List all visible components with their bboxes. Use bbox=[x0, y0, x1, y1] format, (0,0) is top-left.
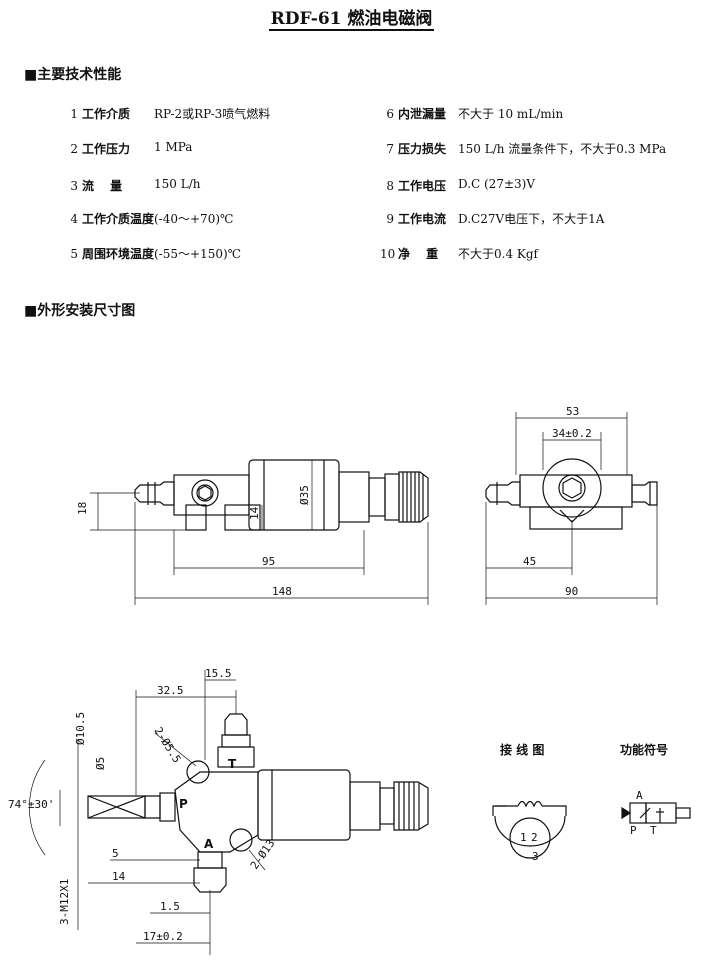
spec-row: 5 周围环境温度(-55～+150)℃ bbox=[64, 245, 241, 262]
dimension-label: 53 bbox=[566, 405, 579, 418]
spec-row: 9 工作电流 D.C27V电压下，不大于1A bbox=[380, 210, 604, 227]
dimension-label: 95 bbox=[262, 555, 275, 568]
dimension-label: 5 bbox=[112, 847, 119, 860]
spec-row: 2 工作压力 1 MPa bbox=[64, 140, 192, 157]
wiring-diagram bbox=[492, 800, 567, 859]
spec-number: 8 bbox=[386, 179, 394, 193]
spec-key: 工作压力 bbox=[82, 142, 131, 156]
spec-value: 1 MPa bbox=[154, 140, 193, 154]
dimension-label: 1 bbox=[520, 831, 527, 844]
spec-value: 150 L/h bbox=[154, 177, 201, 191]
spec-value: (-55～+150)℃ bbox=[154, 247, 242, 261]
spec-key: 工作介质 bbox=[82, 107, 131, 121]
spec-number: 7 bbox=[386, 142, 394, 156]
spec-key: 周围环境温度 bbox=[82, 247, 155, 261]
spec-number: 6 bbox=[386, 107, 394, 121]
spec-value: 不大于0.4 Kgf bbox=[458, 247, 538, 261]
front-view bbox=[90, 459, 429, 605]
dimension-label: 1.5 bbox=[160, 900, 180, 913]
spec-value: 150 L/h 流量条件下，不大于0.3 MPa bbox=[458, 142, 667, 156]
spec-key: 工作介质温度 bbox=[82, 212, 155, 226]
dimension-label: 18 bbox=[76, 502, 89, 515]
spec-number: 3 bbox=[70, 179, 78, 193]
spec-row: 8 工作电压 D.C (27±3)V bbox=[380, 177, 535, 194]
dimension-label: 14 bbox=[112, 870, 126, 883]
dimension-label: 32.5 bbox=[157, 684, 184, 697]
spec-value: D.C (27±3)V bbox=[458, 177, 535, 191]
spec-row: 1 工作介质 RP-2或RP-3喷气燃料 bbox=[64, 105, 270, 122]
dimension-label: 3 bbox=[532, 850, 539, 863]
dimension-label: 45 bbox=[523, 555, 536, 568]
section-specs-heading: ■主要技术性能 bbox=[24, 67, 122, 83]
dimension-label: Ø10.5 bbox=[74, 712, 87, 745]
spec-value: RP-2或RP-3喷气燃料 bbox=[154, 107, 271, 121]
spec-value: D.C27V电压下，不大于1A bbox=[458, 212, 605, 226]
spec-number: 2 bbox=[70, 142, 78, 156]
dimension-label: 17±0.2 bbox=[143, 930, 183, 943]
spec-key: 工作电压 bbox=[398, 179, 447, 193]
spec-key: 净 重 bbox=[398, 247, 439, 261]
spec-value: (-40～+70)℃ bbox=[154, 212, 234, 226]
dimension-label: 3-M12X1 bbox=[58, 879, 71, 925]
spec-key: 内泄漏量 bbox=[398, 107, 447, 121]
spec-key: 工作电流 bbox=[398, 212, 447, 226]
dimension-label: 14 bbox=[248, 506, 261, 520]
side-view bbox=[485, 412, 658, 605]
dimension-label: 34±0.2 bbox=[552, 427, 592, 440]
spec-row: 6 内泄漏量不大于 10 mL/min bbox=[380, 105, 563, 122]
spec-key: 流 量 bbox=[82, 179, 123, 193]
spec-number: 4 bbox=[70, 212, 78, 226]
dimension-label: T bbox=[228, 757, 237, 771]
dimension-label: P bbox=[179, 797, 188, 811]
spec-number: 5 bbox=[70, 247, 78, 261]
spec-number: 1 bbox=[70, 107, 78, 121]
dimension-label: 功能符号 bbox=[620, 742, 668, 757]
dimension-label: 2-Ø5.5 bbox=[151, 725, 183, 766]
dimension-label: 15.5 bbox=[205, 667, 232, 680]
spec-number: 10 bbox=[380, 247, 396, 261]
top-view bbox=[29, 670, 429, 955]
dimension-label: Ø5 bbox=[94, 757, 107, 770]
spec-number: 9 bbox=[386, 212, 394, 226]
dimension-label: 148 bbox=[272, 585, 292, 598]
spec-value: 不大于 10 mL/min bbox=[458, 107, 564, 121]
dimension-label: A bbox=[636, 789, 643, 802]
spec-row: 4 工作介质温度(-40～+70)℃ bbox=[64, 210, 233, 227]
function-symbol bbox=[621, 802, 691, 824]
spec-row: 7 压力损失 150 L/h 流量条件下，不大于0.3 MPa bbox=[380, 140, 666, 157]
dimension-label: A bbox=[204, 837, 214, 851]
dimension-label: P bbox=[630, 824, 637, 837]
dimension-label: 74°±30' bbox=[8, 798, 54, 811]
section-drawing-heading: ■外形安装尺寸图 bbox=[24, 303, 136, 319]
dimension-label: 2 bbox=[531, 831, 538, 844]
spec-key: 压力损失 bbox=[398, 142, 447, 156]
spec-row: 3 流 量 150 L/h bbox=[64, 177, 200, 194]
dimension-label: T bbox=[650, 824, 657, 837]
dimension-label: 90 bbox=[565, 585, 578, 598]
dimension-label: Ø35 bbox=[298, 485, 311, 505]
dimension-label: 接 线 图 bbox=[500, 742, 544, 757]
document-title: RDF-61 燃油电磁阀 bbox=[268, 9, 435, 31]
